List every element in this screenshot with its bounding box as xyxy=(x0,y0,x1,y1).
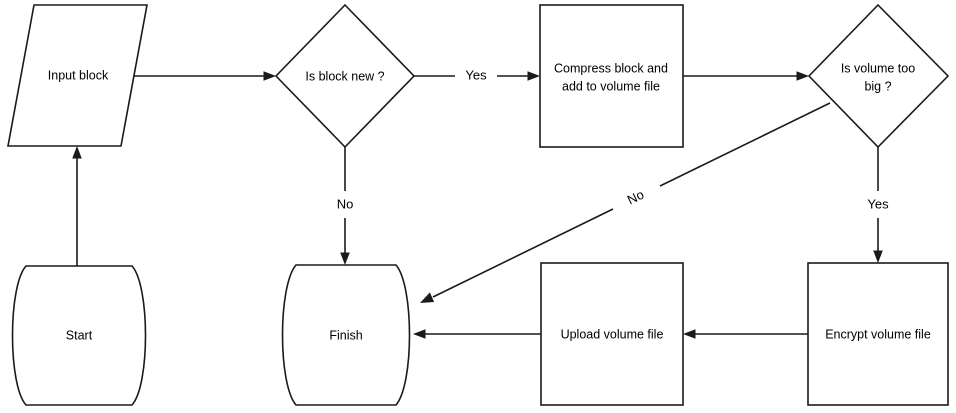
node-upload-volume-file[interactable]: Upload volume file xyxy=(540,262,684,406)
node-compress-block[interactable]: Compress block and add to volume file xyxy=(539,4,684,148)
edge-upload-volume-file-to-finish xyxy=(413,329,541,339)
edge-is-volume-too-big-yes-to-encrypt-volume-file xyxy=(873,147,883,263)
arrow-head-icon xyxy=(72,146,82,159)
edge-label-is-block-new-yes: Yes xyxy=(465,67,487,82)
arrow-head-icon xyxy=(796,71,809,81)
edge-label-is-volume-too-big-yes: Yes xyxy=(867,196,889,211)
rectangle-shape xyxy=(540,262,684,406)
diamond-shape xyxy=(274,3,416,149)
node-input-block[interactable]: Input block xyxy=(7,4,148,147)
rectangle-shape xyxy=(539,4,684,148)
parallelogram-shape xyxy=(7,4,148,147)
edge-is-block-new-no-to-finish xyxy=(340,147,350,265)
node-label-compress-block-line2: add to volume file xyxy=(562,79,660,93)
barrel-shape xyxy=(281,264,411,406)
edge-is-volume-too-big-no-to-finish xyxy=(420,102,831,303)
barrel-shape xyxy=(11,265,147,406)
arrow-head-icon xyxy=(527,71,540,81)
node-label-finish: Finish xyxy=(329,328,362,342)
edge-label-is-block-new-no: No xyxy=(337,196,354,211)
edge-compress-block-to-is-volume-too-big xyxy=(683,71,809,81)
edge-line-lower xyxy=(432,208,614,298)
node-finish[interactable]: Finish xyxy=(281,264,411,406)
edge-start-to-input-block xyxy=(72,146,82,266)
arrow-head-icon xyxy=(420,292,435,303)
edge-input-block-to-is-block-new xyxy=(133,71,276,81)
edge-is-block-new-yes-to-compress-block xyxy=(414,71,540,81)
edge-line-upper xyxy=(659,102,831,187)
node-is-volume-too-big[interactable]: Is volume too big ? xyxy=(807,3,950,149)
node-is-block-new[interactable]: Is block new ? xyxy=(274,3,416,149)
arrow-head-icon xyxy=(683,329,696,339)
node-label-upload-volume-file: Upload volume file xyxy=(561,327,664,341)
node-label-is-volume-too-big-line1: Is volume too xyxy=(841,61,915,75)
arrow-head-icon xyxy=(873,250,883,263)
arrow-head-icon xyxy=(340,252,350,265)
node-label-is-block-new: Is block new ? xyxy=(305,69,384,83)
edge-encrypt-volume-file-to-upload-volume-file xyxy=(683,329,808,339)
node-start[interactable]: Start xyxy=(11,265,147,406)
arrow-head-icon xyxy=(413,329,426,339)
node-label-encrypt-volume-file: Encrypt volume file xyxy=(825,327,931,341)
arrow-head-icon xyxy=(263,71,276,81)
node-encrypt-volume-file[interactable]: Encrypt volume file xyxy=(807,262,949,406)
node-label-input-block: Input block xyxy=(48,68,109,82)
node-label-is-volume-too-big-line2: big ? xyxy=(864,79,891,93)
node-label-compress-block-line1: Compress block and xyxy=(554,61,668,75)
rectangle-shape xyxy=(807,262,949,406)
diamond-shape xyxy=(807,3,950,149)
node-label-start: Start xyxy=(66,328,93,342)
edge-label-is-volume-too-big-no: No xyxy=(625,187,646,208)
